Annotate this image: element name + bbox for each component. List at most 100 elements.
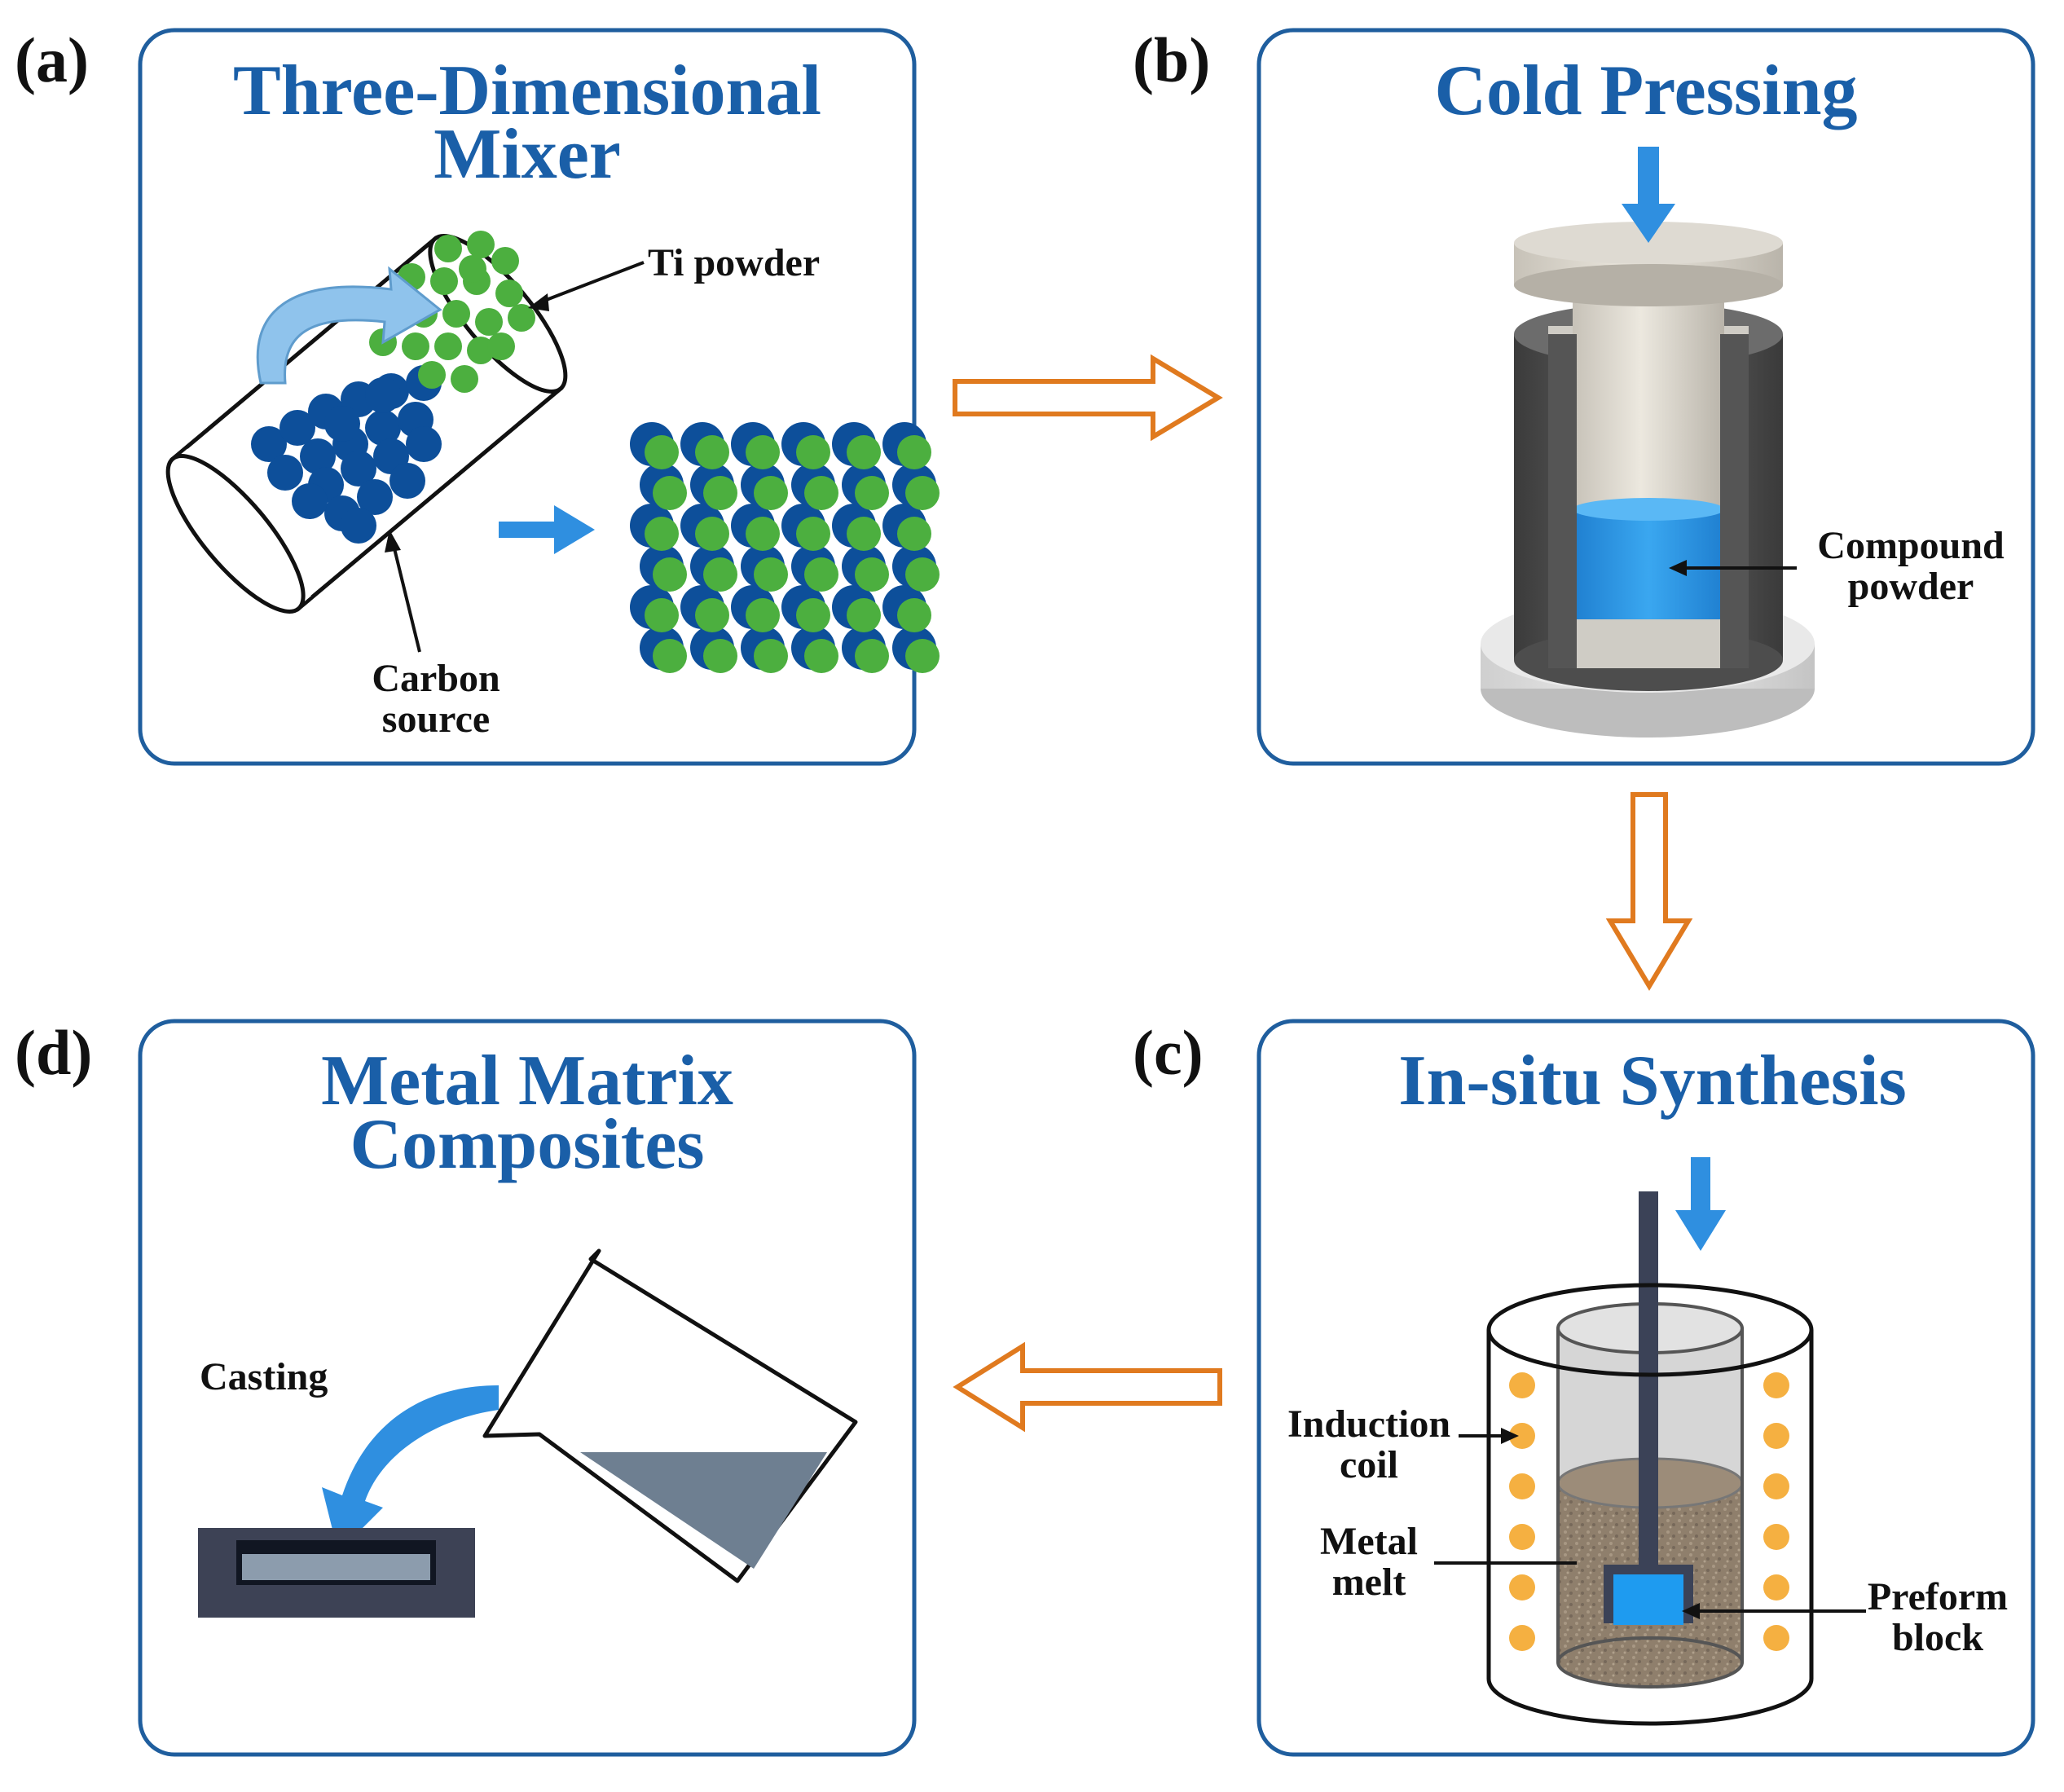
mixed-ti-particle: [905, 476, 940, 510]
mixed-ti-particle: [703, 476, 737, 510]
ti-particle: [508, 304, 535, 332]
panel-a-label: (a): [15, 24, 89, 95]
carbon-particle: [341, 451, 376, 487]
ti-particle: [487, 332, 515, 360]
carbon-particle: [341, 508, 376, 544]
cold-press-die: [1481, 222, 1815, 737]
compound-label-line1: Compound: [1817, 524, 2005, 567]
flow-arrow-b-to-c: [1605, 792, 1693, 991]
mixed-ti-particle: [653, 639, 687, 673]
panel-d-title-line2: Composites: [350, 1105, 704, 1184]
ti-particle: [467, 231, 495, 258]
mixed-ti-particle: [847, 435, 881, 469]
panel-c-title: In-situ Synthesis: [1398, 1041, 1907, 1121]
mixed-ti-particle: [847, 517, 881, 551]
coil-dot: [1509, 1625, 1535, 1651]
carbon-particle: [365, 377, 401, 413]
mixed-ti-particle: [804, 557, 838, 592]
ti-particle: [442, 300, 470, 328]
melt-label-line2: melt: [1332, 1561, 1406, 1604]
induction-pointer-head: [1501, 1428, 1519, 1444]
mixed-ti-particle: [905, 557, 940, 592]
coil-dot: [1763, 1524, 1789, 1550]
casting-label: Casting: [200, 1355, 328, 1398]
mixed-ti-particle: [695, 517, 729, 551]
coil-dot: [1763, 1574, 1789, 1600]
mixed-ti-particle: [905, 639, 940, 673]
preform-block: [1613, 1574, 1683, 1625]
ti-particle: [491, 247, 519, 275]
mixed-ti-particle: [703, 639, 737, 673]
ti-particle: [402, 332, 429, 360]
mixed-ti-particle: [645, 598, 679, 632]
preform-pointer-head: [1682, 1603, 1700, 1619]
mixed-ti-particle: [804, 639, 838, 673]
carbon-particle: [365, 410, 401, 446]
carbon-pointer-head: [385, 530, 401, 553]
coil-dot: [1509, 1473, 1535, 1499]
pouring-beaker: [482, 1248, 858, 1583]
mixed-ti-particle: [653, 557, 687, 592]
mixed-ti-particle: [695, 435, 729, 469]
melt-label-line1: Metal: [1320, 1520, 1418, 1563]
carbon-pointer: [391, 541, 421, 653]
mixed-ti-particle: [855, 557, 889, 592]
carbon-particle: [406, 426, 442, 462]
mixed-ti-particle: [897, 598, 931, 632]
mixer-drum: [165, 231, 568, 614]
panel-d-title-line1: Metal Matrix: [321, 1041, 733, 1121]
coil-dot: [1763, 1423, 1789, 1449]
ti-particle: [418, 361, 446, 389]
compound-powder-block: [1573, 509, 1724, 619]
carbon-label-line2: source: [382, 698, 490, 741]
mixed-ti-particle: [754, 557, 788, 592]
mixed-ti-particle: [695, 598, 729, 632]
carbon-particle: [279, 410, 315, 446]
panel-a-title-line1: Three-Dimensional: [233, 51, 821, 130]
ti-particle: [495, 280, 523, 307]
ti-particle: [430, 267, 458, 295]
mixed-ti-particle: [855, 476, 889, 510]
mixed-ti-particle: [855, 639, 889, 673]
compound-label-line2: powder: [1848, 565, 1974, 608]
panel-b-label: (b): [1133, 24, 1210, 95]
mixed-ti-particle: [746, 517, 780, 551]
carbon-particle: [251, 426, 287, 462]
induction-label-line1: Induction: [1287, 1402, 1450, 1446]
carbon-particle: [267, 455, 303, 491]
flow-arrow-c-to-d: [953, 1341, 1222, 1433]
coil-dot: [1509, 1372, 1535, 1398]
panel-a-title-line2: Mixer: [433, 115, 621, 194]
carbon-particle: [300, 438, 336, 474]
carbon-particle: [389, 463, 425, 499]
carbon-particle: [357, 479, 393, 515]
mixed-ti-particle: [645, 517, 679, 551]
flow-arrow-a-to-b: [953, 354, 1223, 442]
ti-powder-label: Ti powder: [648, 241, 820, 284]
induction-furnace: [1486, 1191, 1814, 1726]
coil-dot: [1763, 1473, 1789, 1499]
panel-c-label: (c): [1133, 1017, 1204, 1088]
mix-arrow-icon: [499, 505, 595, 554]
ti-powder-pointer: [537, 261, 645, 305]
ti-particle: [451, 365, 478, 393]
induction-coil-dots: [1509, 1372, 1789, 1651]
beaker-liquid: [580, 1452, 827, 1569]
mixed-ti-particle: [897, 517, 931, 551]
panel-d-label: (d): [15, 1017, 92, 1088]
mixed-ti-particle: [804, 476, 838, 510]
preform-label-line2: block: [1892, 1616, 1983, 1659]
pour-arrow-icon: [322, 1385, 499, 1552]
coil-dot: [1763, 1372, 1789, 1398]
mixed-ti-particle: [746, 598, 780, 632]
ti-particle: [475, 308, 503, 336]
casting-mold: [198, 1528, 475, 1618]
compound-pointer-head: [1669, 560, 1687, 576]
mixed-ti-particle: [847, 598, 881, 632]
mixed-ti-particle: [897, 435, 931, 469]
carbon-label-line1: Carbon: [372, 657, 499, 700]
ti-particle: [459, 255, 486, 283]
coil-dot: [1509, 1574, 1535, 1600]
mixed-powder-cluster: [630, 422, 940, 673]
